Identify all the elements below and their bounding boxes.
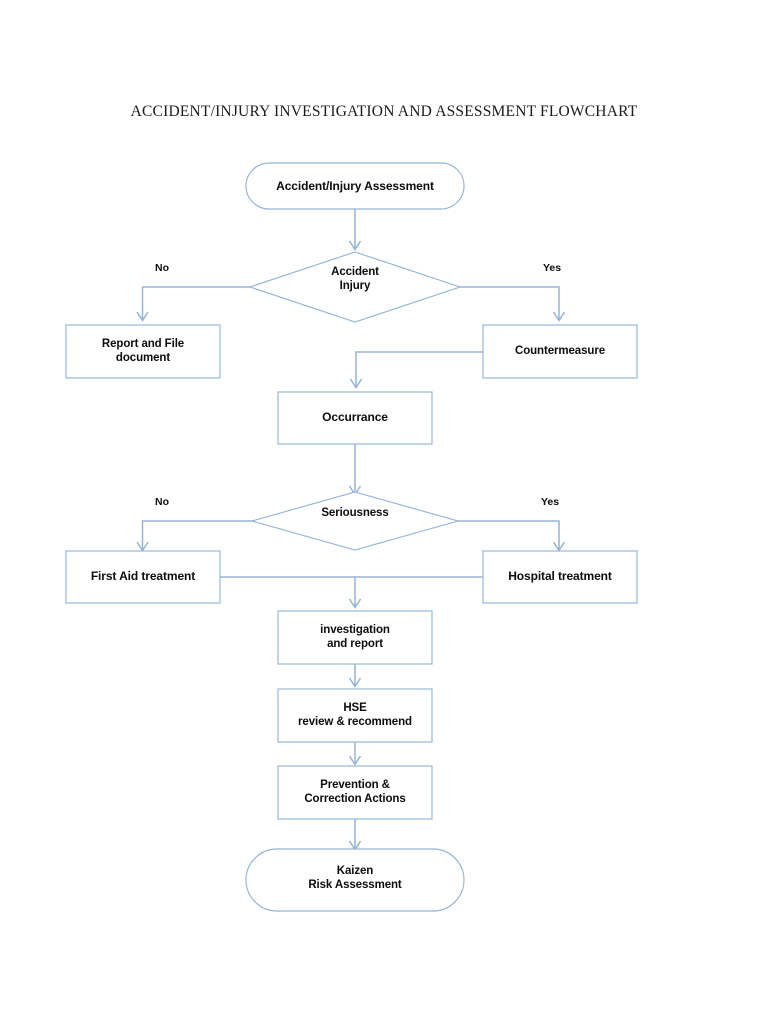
edge-accident-yes-to-countermeasure (460, 286, 566, 322)
node-hse-review[interactable] (277, 688, 433, 743)
node-prevention-correction[interactable] (277, 765, 433, 820)
edge-countermeasure-to-occurrence (349, 351, 483, 389)
edge-hse-to-prevention (348, 742, 362, 766)
edge-label-accident-yes: Yes (543, 262, 562, 274)
node-first-aid-treatment[interactable] (65, 550, 221, 604)
node-kaizen-risk-assessment[interactable] (245, 848, 465, 912)
edge-investigation-to-hse (348, 664, 362, 688)
node-accident-injury[interactable] (248, 251, 462, 323)
edge-start-to-accident (348, 209, 362, 251)
edge-accident-no-to-report (136, 286, 250, 322)
node-start[interactable] (245, 162, 465, 210)
node-report-and-file[interactable] (65, 324, 221, 379)
node-countermeasure[interactable] (482, 324, 638, 379)
edge-occurrence-to-seriousness (348, 444, 362, 496)
node-investigation-and-report[interactable] (277, 610, 433, 665)
edge-label-seriousness-no: No (155, 496, 169, 508)
edge-treatment-to-investigation (220, 576, 483, 609)
node-seriousness[interactable] (249, 491, 461, 551)
edge-label-seriousness-yes: Yes (541, 496, 560, 508)
edge-seriousness-yes-to-hospital (458, 520, 566, 552)
node-occurrance[interactable] (277, 391, 433, 445)
edge-label-accident-no: No (155, 262, 169, 274)
edge-seriousness-no-to-firstaid (136, 520, 252, 552)
page-title: ACCIDENT/INJURY INVESTIGATION AND ASSESS… (130, 103, 638, 120)
edge-prevention-to-kaizen (348, 819, 362, 851)
node-hospital-treatment[interactable] (482, 550, 638, 604)
